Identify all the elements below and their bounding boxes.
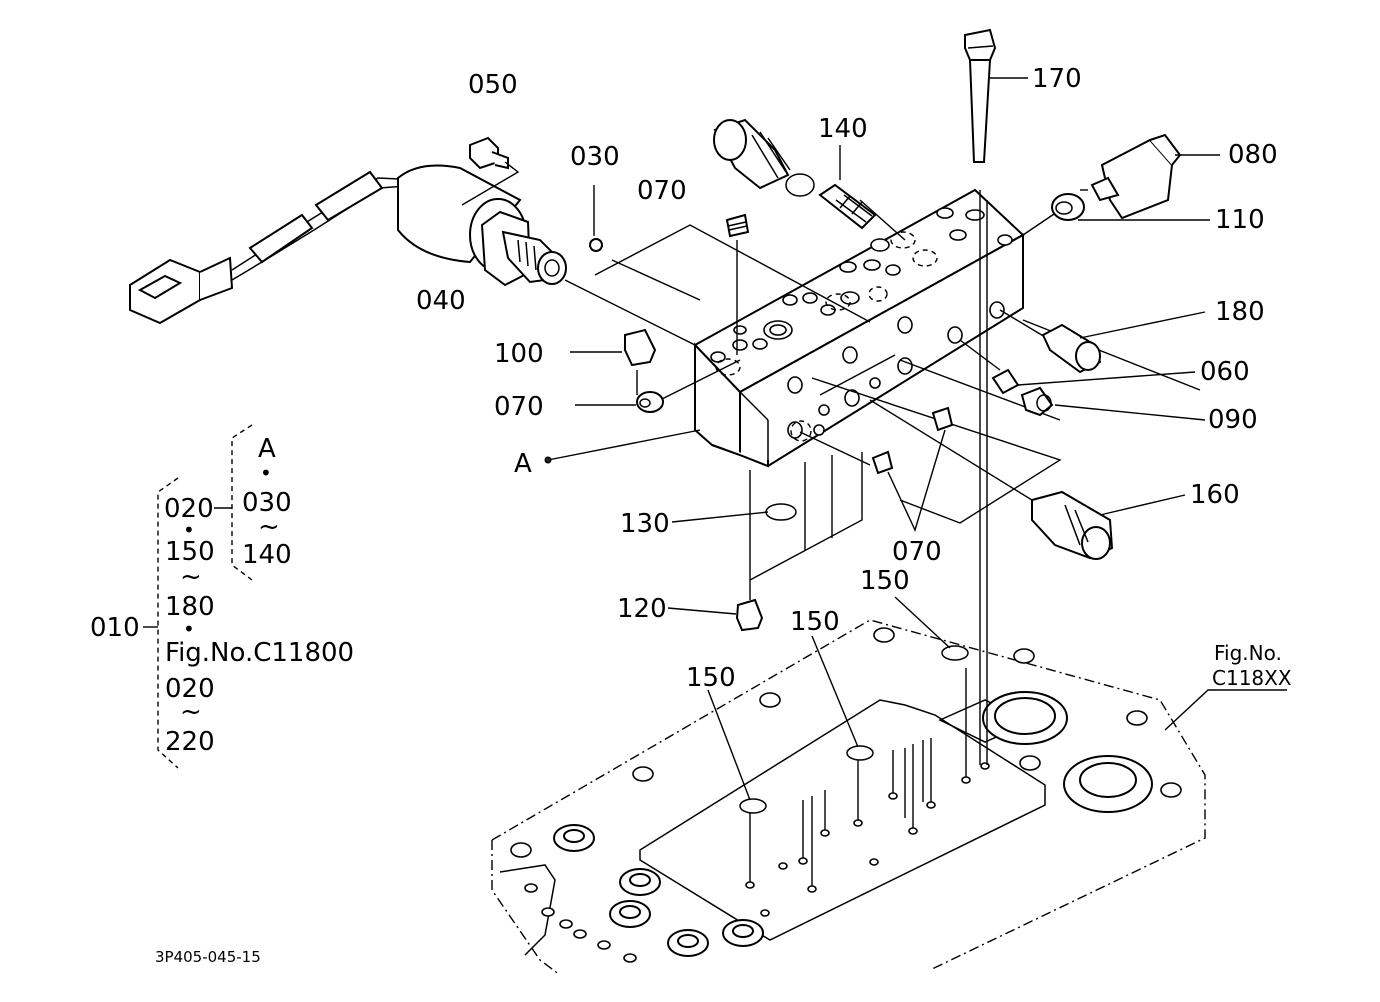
legend-fig: Fig.No.C11800 <box>165 638 354 668</box>
fitting-140 <box>713 118 877 230</box>
ref-fig-line2: C118XX <box>1212 666 1292 690</box>
plug-060 <box>991 368 1196 395</box>
legend-020: 020 <box>164 494 214 524</box>
legend-tilde-2: ~ <box>180 697 202 727</box>
o-ring-150-a <box>739 798 767 814</box>
label-070-top: 070 <box>637 176 687 206</box>
legend-sub-tilde: ~ <box>258 512 280 542</box>
legend-150: 150 <box>165 537 215 567</box>
label-140: 140 <box>818 114 868 144</box>
label-160: 160 <box>1190 480 1240 510</box>
ref-fig-line1: Fig.No. <box>1214 641 1282 665</box>
legend-sub-140: 140 <box>242 540 292 570</box>
label-110: 110 <box>1215 205 1265 235</box>
plug-070-lower-b <box>871 450 894 475</box>
label-090: 090 <box>1208 405 1258 435</box>
legend-dot-1: • <box>183 518 195 542</box>
pressure-switch-160 <box>1031 490 1186 560</box>
solenoid-valve-040 <box>129 164 567 325</box>
plug-090 <box>1020 386 1206 421</box>
label-070-left: 070 <box>494 392 544 422</box>
legend-180: 180 <box>165 592 215 622</box>
housing-plate <box>491 619 1206 976</box>
legend-010: 010 <box>90 613 140 643</box>
legend-sub-A: A <box>258 434 276 464</box>
label-050: 050 <box>468 70 518 100</box>
label-070-lower: 070 <box>892 537 942 567</box>
label-130: 130 <box>620 509 670 539</box>
plug-100 <box>570 328 657 367</box>
o-ring-130 <box>765 503 797 521</box>
label-150-c: 150 <box>860 566 910 596</box>
assembly-lines <box>564 190 1201 765</box>
valve-block <box>693 188 1025 468</box>
label-040: 040 <box>416 286 466 316</box>
label-150-a: 150 <box>686 663 736 693</box>
o-ring-150-b <box>846 745 874 761</box>
label-030: 030 <box>570 142 620 172</box>
washer-110 <box>1051 193 1210 221</box>
plug-070-left <box>575 391 664 413</box>
legend-020-b: 020 <box>165 674 215 704</box>
legend-sub-dot: • <box>260 461 272 485</box>
label-060: 060 <box>1200 357 1250 387</box>
label-A: A <box>514 449 532 479</box>
legend-bracket <box>143 424 253 769</box>
screw-050 <box>461 136 520 206</box>
legend-sub-030: 030 <box>242 488 292 518</box>
drawing-code: 3P405-045-15 <box>155 948 261 966</box>
plug-120 <box>667 598 764 632</box>
pressure-switch-180 <box>1041 311 1206 374</box>
legend-tilde-1: ~ <box>180 562 202 592</box>
plug-070-lower-a <box>931 406 954 432</box>
o-ring-150-c <box>941 645 969 661</box>
legend-dot-2: • <box>183 617 195 641</box>
label-180: 180 <box>1215 297 1265 327</box>
label-100: 100 <box>494 339 544 369</box>
ball-030 <box>589 238 603 252</box>
label-120: 120 <box>617 594 667 624</box>
bolt-170 <box>964 28 1028 163</box>
label-080: 080 <box>1228 140 1278 170</box>
pressure-switch-080 <box>1080 133 1220 220</box>
legend-220: 220 <box>165 727 215 757</box>
plug-070-top <box>725 213 750 238</box>
label-150-b: 150 <box>790 607 840 637</box>
label-170: 170 <box>1032 64 1082 94</box>
